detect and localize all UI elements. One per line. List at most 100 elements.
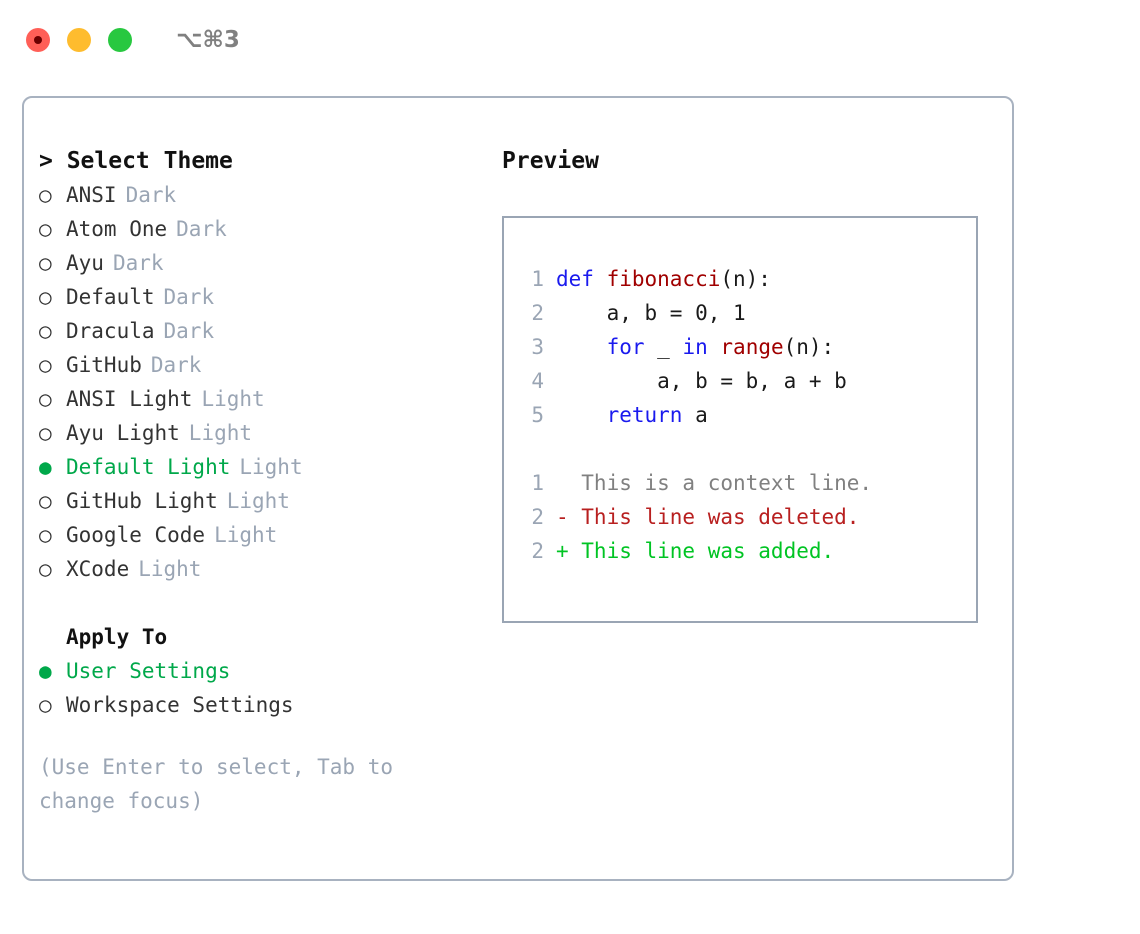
code-token: a, b = b, a + b — [556, 369, 847, 393]
code-token: return — [606, 403, 683, 427]
radio-unselected-icon[interactable]: ○ — [39, 353, 52, 377]
minimize-button-icon[interactable] — [67, 28, 91, 52]
theme-variant-badge: Dark — [163, 319, 215, 343]
theme-option-row[interactable]: ○ GitHub Dark — [39, 348, 479, 382]
code-line: 2 a, b = 0, 1 — [518, 296, 976, 330]
list-spacer — [39, 586, 479, 620]
apply-to-option-row[interactable]: ○ Workspace Settings — [39, 688, 479, 722]
radio-unselected-icon[interactable]: ○ — [39, 523, 52, 547]
line-number: 5 — [531, 403, 544, 427]
radio-unselected-icon[interactable]: ○ — [39, 557, 52, 581]
theme-option-row[interactable]: ○ Dracula Dark — [39, 314, 479, 348]
theme-variant-badge: Light — [226, 489, 290, 513]
diff-line: 1 This is a context line. — [518, 466, 976, 500]
theme-option-row[interactable]: ● Default Light Light — [39, 450, 479, 484]
theme-option-label: Ayu Light — [66, 421, 180, 445]
code-token: This is a context line. — [556, 471, 873, 495]
radio-unselected-icon[interactable]: ○ — [39, 489, 52, 513]
line-number: 3 — [531, 335, 544, 359]
code-token — [708, 335, 721, 359]
radio-unselected-icon[interactable]: ○ — [39, 285, 52, 309]
diff-line: 2+ This line was added. — [518, 534, 976, 568]
code-token — [556, 335, 607, 359]
code-token — [556, 403, 607, 427]
window-controls — [26, 28, 132, 52]
code-token: _ — [644, 335, 683, 359]
apply-to-option-label: User Settings — [66, 659, 231, 683]
line-number: 1 — [531, 471, 544, 495]
diff-sample: 1 This is a context line. 2 - This line wa… — [518, 466, 976, 568]
select-theme-heading: > Select Theme — [39, 148, 233, 174]
close-button-icon[interactable] — [26, 28, 50, 52]
theme-variant-badge: Dark — [150, 353, 202, 377]
code-token: - This line was deleted. — [556, 505, 860, 529]
code-line-text: return a — [556, 398, 708, 432]
code-line-text: def fibonacci(n): — [556, 262, 771, 296]
close-dot-inner — [34, 36, 42, 44]
theme-variant-badge: Light — [188, 421, 253, 445]
diff-line: 2 - This line was deleted. — [518, 500, 976, 534]
code-line: 1 def fibonacci(n): — [518, 262, 976, 296]
code-token: a, b = 0, 1 — [556, 301, 746, 325]
code-line-text: This is a context line. — [556, 466, 872, 500]
radio-unselected-icon[interactable]: ○ — [39, 251, 52, 275]
line-number: 4 — [531, 369, 544, 393]
code-token: for — [606, 335, 645, 359]
theme-option-label: Dracula — [66, 319, 155, 343]
apply-to-option-label: Workspace Settings — [66, 693, 294, 717]
theme-option-label: XCode — [66, 557, 130, 581]
radio-selected-icon[interactable]: ● — [39, 659, 52, 683]
radio-unselected-icon[interactable]: ○ — [39, 319, 52, 343]
keyboard-shortcut-label: ⌥⌘3 — [176, 27, 240, 53]
theme-option-label: GitHub — [66, 353, 142, 377]
theme-variant-badge: Light — [201, 387, 265, 411]
theme-option-row[interactable]: ○ ANSI Light Light — [39, 382, 479, 416]
code-token: (n): — [720, 267, 771, 291]
theme-variant-badge: Dark — [125, 183, 177, 207]
radio-unselected-icon[interactable]: ○ — [39, 421, 52, 445]
code-line-text: for _ in range(n): — [556, 330, 835, 364]
theme-variant-badge: Dark — [176, 217, 227, 241]
code-line: 3 for _ in range(n): — [518, 330, 976, 364]
code-line-text: - This line was deleted. — [556, 500, 859, 534]
code-line-text: a, b = b, a + b — [556, 364, 847, 398]
theme-option-row[interactable]: ○ ANSI Dark — [39, 178, 479, 212]
theme-option-row[interactable]: ○ Ayu Light Light — [39, 416, 479, 450]
code-token: range — [720, 335, 784, 359]
theme-option-row[interactable]: ○ Default Dark — [39, 280, 479, 314]
line-number: 2 — [531, 301, 544, 325]
radio-unselected-icon[interactable]: ○ — [39, 693, 52, 717]
radio-unselected-icon[interactable]: ○ — [39, 387, 52, 411]
theme-variant-badge: Dark — [112, 251, 164, 275]
title-bar: ⌥⌘3 — [0, 0, 1140, 80]
code-token: (n): — [783, 335, 835, 359]
theme-variant-badge: Light — [239, 455, 303, 479]
radio-unselected-icon[interactable]: ○ — [39, 217, 52, 241]
apply-to-list: ● User Settings ○ Workspace Settings — [39, 654, 479, 722]
line-number: 2 — [531, 505, 544, 529]
theme-option-label: Default Light — [66, 455, 231, 479]
apply-to-option-row[interactable]: ● User Settings — [39, 654, 479, 688]
radio-selected-icon[interactable]: ● — [39, 455, 52, 479]
line-number: 2 — [531, 539, 544, 563]
code-token: in — [682, 335, 708, 359]
line-number: 1 — [531, 267, 544, 291]
theme-variant-badge: Dark — [163, 285, 215, 309]
maximize-button-icon[interactable] — [108, 28, 132, 52]
theme-option-label: ANSI — [66, 183, 117, 207]
theme-option-label: ANSI Light — [66, 387, 193, 411]
radio-unselected-icon[interactable]: ○ — [39, 183, 52, 207]
apply-to-heading: Apply To — [66, 625, 168, 649]
code-diff-separator — [518, 432, 976, 466]
theme-option-label: Default — [66, 285, 155, 309]
